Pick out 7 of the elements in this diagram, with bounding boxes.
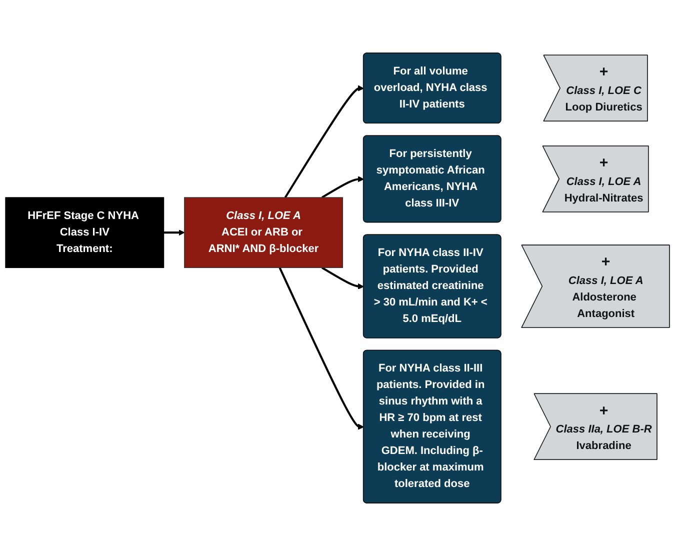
arrow: [284, 85, 364, 198]
arrow: [321, 266, 364, 290]
arrow: [321, 176, 364, 198]
node-box: Class I, LOE A ACEI or ARB or ARNI* AND β-blocker: [184, 197, 343, 268]
node-box: HFrEF Stage C NYHA Class I-IV Treatment:: [5, 197, 164, 268]
arrow: [164, 230, 185, 236]
arrow: [278, 267, 364, 430]
